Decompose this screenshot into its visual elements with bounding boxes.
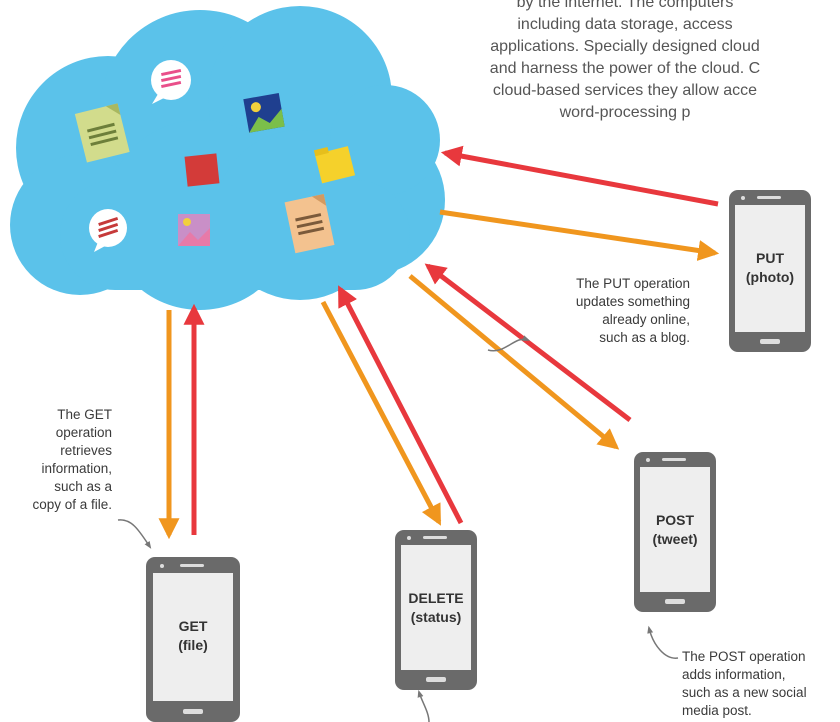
operation-name: DELETE <box>408 590 464 606</box>
note-line: copy of a file. <box>32 497 112 512</box>
intro-line: including data storage, access <box>517 16 733 33</box>
get-arrows <box>158 303 205 540</box>
folder-icon <box>313 146 356 184</box>
phone-label-put: PUT (photo) <box>735 249 805 287</box>
phone-label-delete: DELETE (status) <box>401 589 471 627</box>
delete-note-pointer <box>417 689 430 722</box>
delete-request-arrow <box>337 285 464 525</box>
post-request-arrow <box>424 263 632 422</box>
cloud <box>10 6 445 310</box>
note-line: such as a new social <box>682 685 807 700</box>
note-line: such as a blog. <box>599 330 690 345</box>
note-line: The PUT operation <box>576 276 690 291</box>
note-line: operation <box>55 425 112 440</box>
note-line: adds information, <box>682 667 786 682</box>
post-note: The POST operation adds information, suc… <box>682 648 840 720</box>
note-line: media post. <box>682 703 752 718</box>
note-line: updates something <box>575 294 690 309</box>
put-arrows <box>439 145 720 261</box>
put-response-arrow <box>439 209 720 261</box>
get-note: The GET operation retrieves information,… <box>0 406 112 514</box>
phone-label-get: GET (file) <box>153 617 233 655</box>
red-square-icon <box>184 153 220 187</box>
post-response-arrow <box>408 274 620 450</box>
operation-name: PUT <box>756 250 784 266</box>
intro-paragraph: by the internet. The computers including… <box>400 0 840 124</box>
note-line: already online, <box>602 312 690 327</box>
note-line: such as a <box>54 479 112 494</box>
operation-name: GET <box>178 618 208 634</box>
delete-arrows <box>320 285 464 526</box>
note-line: retrieves <box>60 443 112 458</box>
phone-post <box>634 452 716 612</box>
intro-line: cloud-based services they allow acce <box>492 82 758 99</box>
intro-line: by the internet. The computers <box>516 0 734 11</box>
delete-response-arrow <box>320 300 442 526</box>
cloud-icons <box>74 60 356 254</box>
phone-label-post: POST (tweet) <box>640 511 710 549</box>
intro-line: applications. Specially designed cloud <box>490 38 760 55</box>
photo-icon <box>178 214 210 246</box>
put-request-arrow <box>440 145 719 207</box>
intro-line: and harness the power of the cloud. C <box>489 60 761 77</box>
document-icon <box>74 103 130 163</box>
intro-line: word-processing p <box>559 104 691 121</box>
file-icon <box>284 194 335 254</box>
put-note-pointer <box>487 335 531 352</box>
operation-target: (status) <box>410 609 462 625</box>
operation-target: (tweet) <box>652 531 698 547</box>
operation-target: (file) <box>178 637 208 653</box>
image-icon <box>243 92 285 133</box>
put-note: The PUT operation updates something alre… <box>520 275 690 347</box>
get-note-pointer <box>117 519 152 549</box>
post-note-pointer <box>647 625 679 659</box>
phone-get <box>146 557 240 722</box>
note-line: information, <box>41 461 112 476</box>
chat-bubble-icon <box>151 60 191 104</box>
chat-bubble-red-icon <box>89 209 127 252</box>
note-line: The GET <box>57 407 112 422</box>
operation-target: (photo) <box>745 269 795 285</box>
note-line: The POST operation <box>682 649 806 664</box>
phone-put <box>729 190 811 352</box>
phone-delete <box>395 530 477 690</box>
post-arrows <box>408 263 632 450</box>
operation-name: POST <box>655 512 695 528</box>
